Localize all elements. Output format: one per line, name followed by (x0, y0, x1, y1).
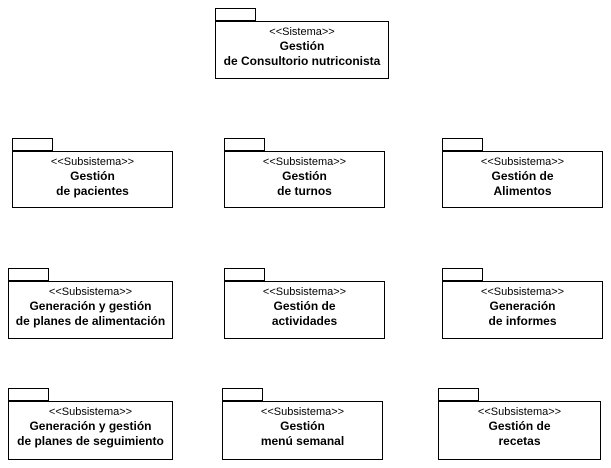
package-body: <<Sistema>> Gestión de Consultorio nutri… (215, 21, 389, 79)
package-name-line1: Gestión de (488, 419, 551, 433)
package-tab (224, 138, 265, 151)
package-name-line2: de Consultorio nutriconista (223, 54, 381, 68)
package-body: <<Subsistema>> Gestión de pacientes (12, 151, 173, 208)
package-name-line1: Gestión (70, 169, 115, 183)
package-name-line2: de planes de seguimiento (17, 434, 164, 448)
package-body: <<Subsistema>> Gestión de actividades (224, 281, 385, 339)
package-body: <<Subsistema>> Gestión menú semanal (222, 401, 383, 460)
package-tab (8, 388, 49, 401)
package-stereotype: <<Subsistema>> (48, 406, 133, 418)
package-name-line1: Gestión de (273, 299, 336, 313)
package-name-line2: recetas (498, 434, 541, 448)
package-tab (442, 138, 483, 151)
package-name-line2: de informes (488, 314, 557, 328)
package-stereotype: <<Subsistema>> (262, 286, 347, 298)
package-tab (438, 388, 479, 401)
package-stereotype: <<Subsistema>> (50, 156, 135, 168)
package-tab (215, 8, 256, 21)
package-tab (8, 268, 49, 281)
package-name-line2: actividades (271, 314, 338, 328)
package-stereotype: <<Sistema>> (269, 26, 335, 38)
package-body: <<Subsistema>> Gestión de Alimentos (442, 151, 603, 208)
package-tab (222, 388, 263, 401)
package-body: <<Subsistema>> Gestión de turnos (224, 151, 385, 208)
package-name-line2: de turnos (277, 184, 332, 198)
package-stereotype: <<Subsistema>> (477, 406, 562, 418)
package-name-line1: Gestión (282, 169, 327, 183)
package-name-line1: Gestión (279, 39, 325, 53)
package-name-line1: Generación (489, 299, 556, 313)
package-body: <<Subsistema>> Generación y gestión de p… (8, 401, 173, 460)
package-stereotype: <<Subsistema>> (48, 286, 133, 298)
package-name-line2: Alimentos (493, 184, 552, 198)
package-stereotype: <<Subsistema>> (480, 156, 565, 168)
package-name-line2: de pacientes (56, 184, 129, 198)
package-name-line1: Gestión (280, 419, 325, 433)
package-name-line1: Generación y gestión (29, 419, 152, 433)
package-stereotype: <<Subsistema>> (260, 406, 345, 418)
package-name-line1: Generación y gestión (29, 299, 152, 313)
package-tab (224, 268, 265, 281)
package-stereotype: <<Subsistema>> (262, 156, 347, 168)
package-name-line1: Gestión de (491, 169, 554, 183)
package-tab (442, 268, 483, 281)
package-name-line2: de planes de alimentación (15, 314, 166, 328)
package-stereotype: <<Subsistema>> (480, 286, 565, 298)
package-body: <<Subsistema>> Gestión de recetas (438, 401, 601, 460)
package-tab (12, 138, 53, 151)
package-body: <<Subsistema>> Generación y gestión de p… (8, 281, 173, 339)
package-body: <<Subsistema>> Generación de informes (442, 281, 603, 339)
package-name-line2: menú semanal (260, 434, 345, 448)
